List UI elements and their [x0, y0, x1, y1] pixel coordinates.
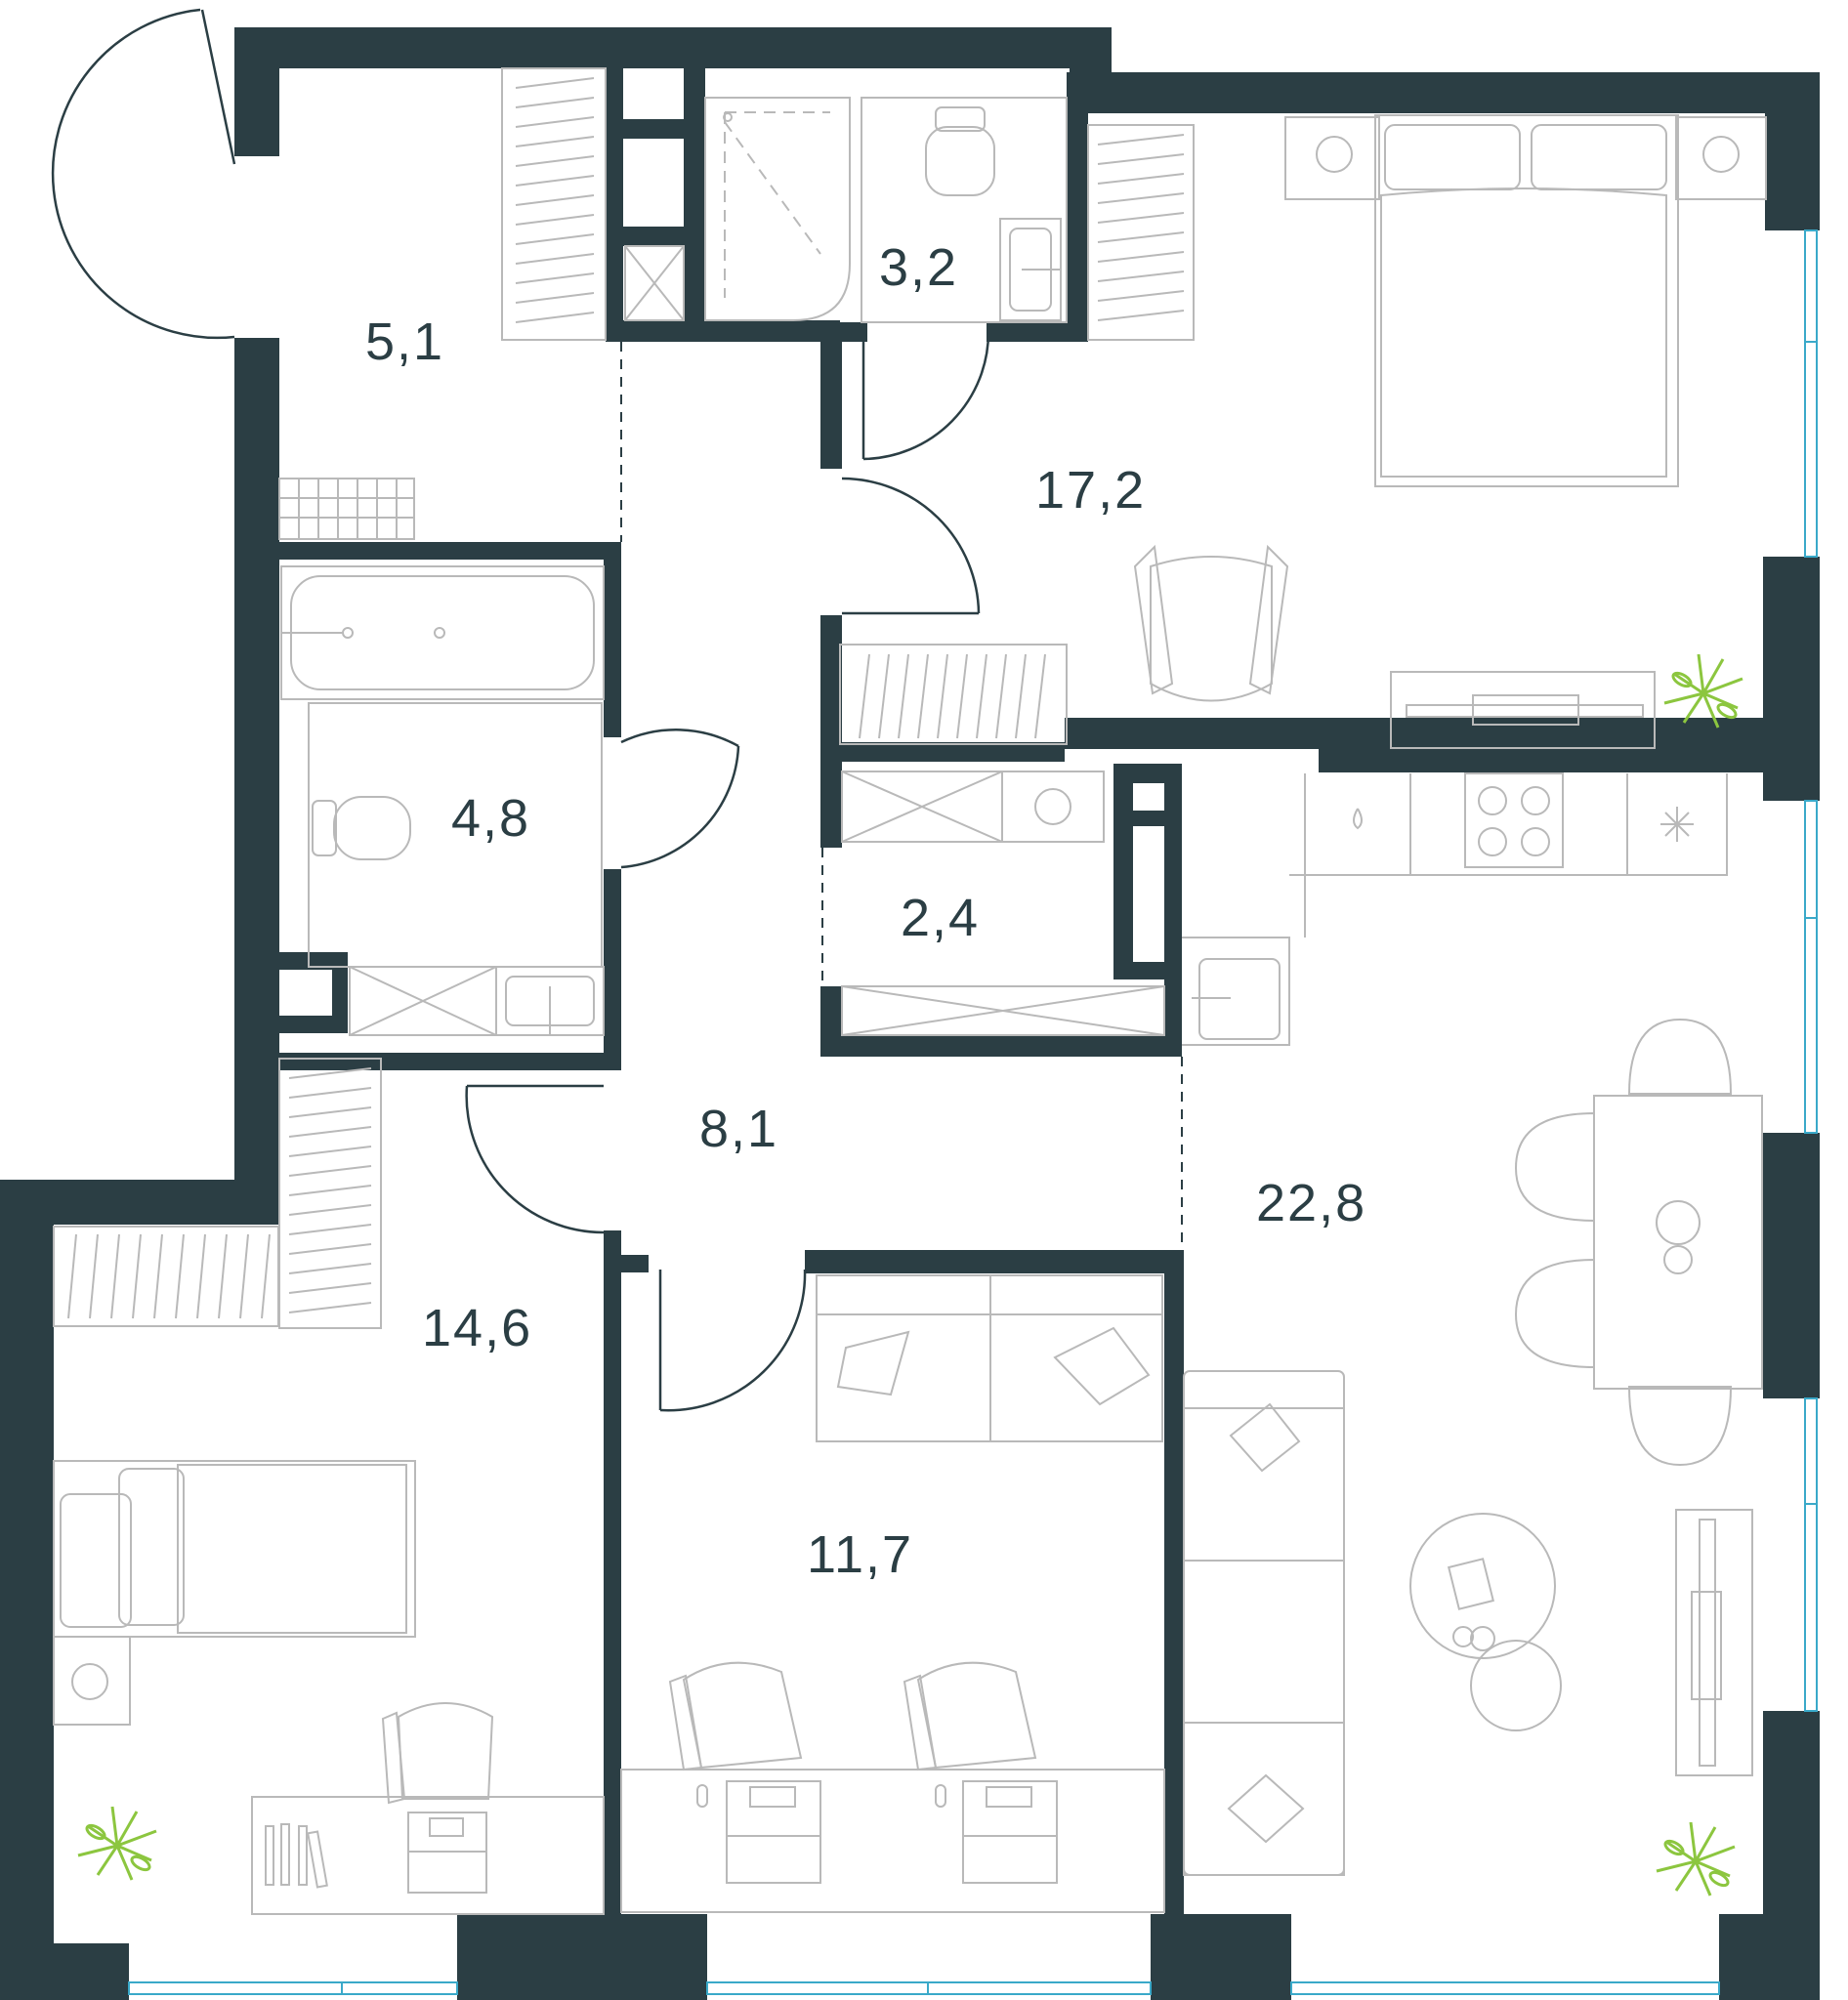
- single-bed: [53, 1460, 416, 1726]
- study-sofa: [816, 1274, 1163, 1442]
- kids-desk: [251, 1702, 605, 1915]
- area-bedroom: 14,6: [422, 1299, 532, 1357]
- hall-wardrobe: [501, 67, 607, 341]
- plant-icon: [1656, 1821, 1736, 1896]
- doors: [51, 8, 990, 1412]
- area-wc: 3,2: [879, 238, 958, 297]
- room-labels: 5,1 3,2 17,2 4,8 2,4 8,1 22,8 14,6 11,7: [365, 238, 1366, 1584]
- kitchen-counter: [1182, 772, 1728, 1046]
- windows: [128, 229, 1818, 1995]
- study-desks: [620, 1661, 1165, 1913]
- area-master-bedroom: 17,2: [1035, 461, 1146, 520]
- plant-icon: [77, 1806, 157, 1881]
- zone-dividers: [620, 342, 1183, 1250]
- storage-shelves: [841, 771, 1165, 1036]
- wc-fixtures: [861, 97, 1068, 323]
- living-sofa: [1183, 1370, 1345, 1876]
- living-coffee-tables: [1409, 1513, 1562, 1731]
- bedroom-wardrobe-top: [1087, 124, 1195, 341]
- area-study: 11,7: [807, 1525, 913, 1584]
- corridor-wardrobe: [839, 644, 1068, 745]
- kids-wardrobe: [53, 1058, 382, 1329]
- dining-set: [1514, 1018, 1763, 1467]
- plant-icon: [1663, 653, 1743, 729]
- living-tv-stand: [1675, 1509, 1753, 1776]
- area-storage: 2,4: [901, 889, 980, 947]
- shower: [624, 97, 851, 321]
- furniture: [53, 67, 1767, 1915]
- double-bed: [1284, 114, 1767, 487]
- area-kitchen-living: 22,8: [1256, 1174, 1366, 1232]
- bathroom-washer-sink: [349, 966, 605, 1036]
- bedroom-tv-stand: [1390, 671, 1656, 749]
- area-hall: 5,1: [365, 312, 444, 371]
- bedroom-armchair: [1133, 544, 1289, 702]
- area-corridor: 8,1: [699, 1100, 778, 1158]
- shoe-rack: [278, 478, 415, 540]
- bathtub: [280, 565, 605, 700]
- area-bathroom: 4,8: [451, 789, 530, 848]
- walls: [0, 27, 1820, 2000]
